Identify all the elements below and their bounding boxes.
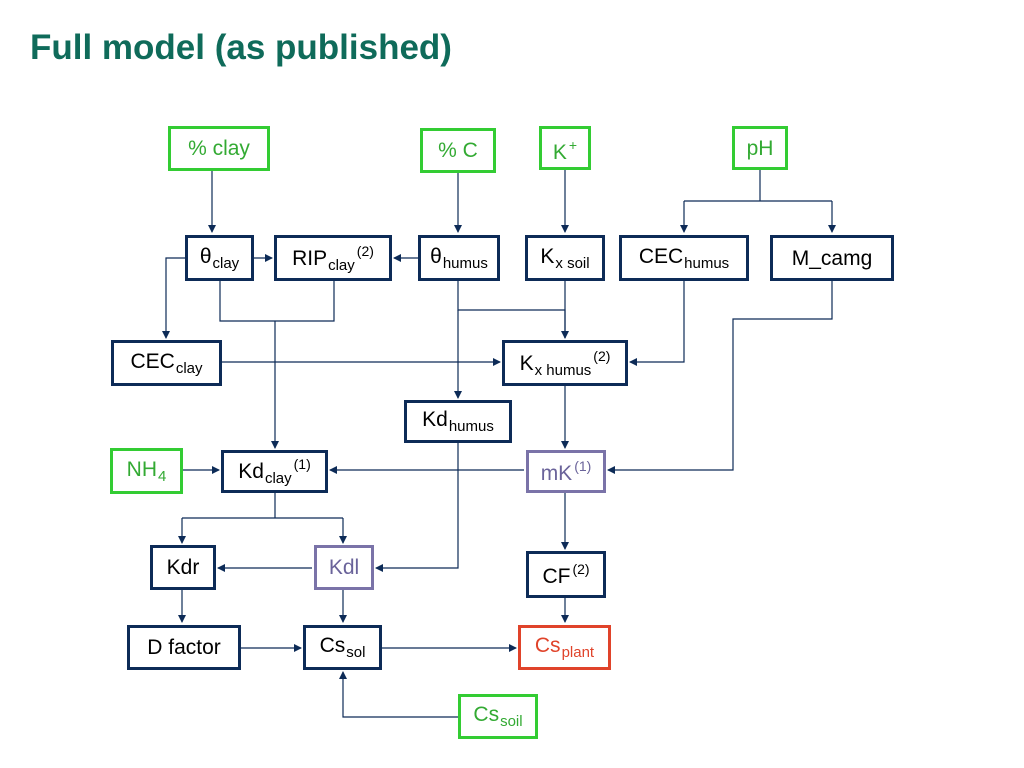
node-cec-clay: CECclay	[111, 340, 222, 386]
node-cs-plant: Csplant	[518, 625, 611, 670]
node-label-main: θ	[430, 244, 442, 268]
node-label-main: Kd	[422, 408, 448, 431]
node-label-main: K	[519, 351, 534, 375]
node-label-sub: humus	[448, 418, 494, 435]
node-ph: pH	[732, 126, 788, 170]
node-label: mK(1)	[541, 459, 592, 484]
node-nh4: NH4	[110, 448, 183, 494]
node-label-sub: 4	[158, 467, 167, 485]
wire-rip-kdclay	[219, 281, 335, 448]
node-label-sup: (2)	[356, 242, 374, 259]
node-pct-c: % C	[420, 128, 496, 173]
node-label: Kdclay(1)	[238, 457, 311, 486]
node-cec-humus: CEChumus	[619, 235, 749, 281]
node-label: CF(2)	[542, 562, 589, 587]
node-label-main: Cs	[534, 634, 561, 657]
node-cs-soil: Cssoil	[458, 694, 538, 739]
node-d-factor: D factor	[127, 625, 241, 670]
node-label-main: CEC	[638, 244, 684, 268]
node-label-main: CF	[542, 565, 571, 588]
node-label-sub: x soil	[555, 254, 590, 272]
node-label-sub: humus	[684, 254, 730, 272]
node-label: CEChumus	[639, 246, 729, 271]
node-label-main: Cs	[319, 634, 346, 657]
node-label-main: K	[540, 244, 555, 268]
node-label-sup: (1)	[574, 458, 592, 474]
node-cf: CF(2)	[526, 551, 606, 598]
node-label: θhumus	[430, 246, 488, 271]
node-label-sub: clay	[175, 359, 203, 377]
node-kd-clay: Kdclay(1)	[221, 450, 328, 493]
wire-cechumus-kxhumus	[629, 281, 685, 366]
node-label: θclay	[200, 246, 239, 271]
wire-thetahumus-kxhumus	[457, 281, 569, 339]
wire-mcamg-mk	[607, 281, 833, 474]
node-label-main: mK	[540, 462, 573, 485]
node-kdr: Kdr	[150, 545, 216, 590]
node-label-sup: (2)	[593, 347, 611, 364]
node-label: NH4	[127, 459, 167, 484]
node-label-sub: clay	[212, 254, 240, 272]
node-label: Kx humus(2)	[520, 349, 611, 378]
node-label-main: NH	[126, 457, 157, 481]
wire-kdhumus-kdl	[375, 443, 459, 572]
node-label: Kdr	[166, 556, 200, 579]
node-label: Cssol	[320, 635, 366, 660]
node-label: RIPclay(2)	[292, 244, 374, 273]
page-title: Full model (as published)	[30, 28, 452, 67]
node-kdl: Kdl	[314, 545, 374, 590]
node-label: CECclay	[130, 351, 202, 376]
wire-kdclay-split	[182, 493, 343, 519]
node-label-main: θ	[199, 244, 212, 268]
node-kx-humus: Kx humus(2)	[502, 340, 628, 386]
node-label: Kdhumus	[422, 409, 494, 434]
node-label: Kx soil	[540, 246, 589, 271]
node-label-main: K	[552, 141, 567, 164]
node-label: pH	[746, 137, 774, 160]
node-kd-humus: Kdhumus	[404, 400, 512, 443]
node-label-sub: plant	[561, 644, 595, 661]
wire-ph-split	[684, 170, 832, 202]
node-label-sub: sol	[346, 644, 366, 661]
node-k-plus: K+	[539, 126, 591, 170]
node-label: Kdl	[328, 556, 360, 579]
node-kx-soil: Kx soil	[525, 235, 605, 281]
node-cs-sol: Cssol	[303, 625, 382, 670]
node-label: D factor	[147, 636, 221, 659]
node-label: % C	[438, 139, 478, 162]
node-m-camg: M_camg	[770, 235, 894, 281]
node-pct-clay: % clay	[168, 126, 270, 171]
node-label-sup: +	[568, 137, 578, 153]
node-label-sub: clay	[264, 470, 292, 487]
node-label-sup: (2)	[572, 561, 590, 577]
node-label: K+	[553, 138, 577, 163]
node-label-sup: (1)	[293, 456, 311, 472]
node-label-main: CEC	[130, 349, 175, 373]
node-label-main: Kd	[238, 460, 264, 483]
node-label-sub: humus	[442, 254, 488, 272]
node-label: M_camg	[791, 246, 873, 270]
wire-cssoil-cssol	[339, 671, 458, 718]
wire-thetaclay-cecclay	[162, 257, 185, 339]
node-theta-humus: θhumus	[418, 235, 500, 281]
node-label: Cssoil	[473, 704, 522, 729]
node-mk: mK(1)	[526, 450, 606, 493]
node-label-main: RIP	[292, 246, 328, 270]
node-label-main: Cs	[473, 703, 500, 726]
node-label-sub: clay	[328, 256, 355, 274]
node-label-sub: x humus	[534, 361, 592, 379]
node-label: % clay	[188, 137, 250, 160]
node-theta-clay: θclay	[185, 235, 254, 281]
node-label: Csplant	[535, 635, 594, 660]
node-rip-clay: RIPclay(2)	[274, 235, 392, 281]
node-label-sub: soil	[500, 713, 523, 730]
